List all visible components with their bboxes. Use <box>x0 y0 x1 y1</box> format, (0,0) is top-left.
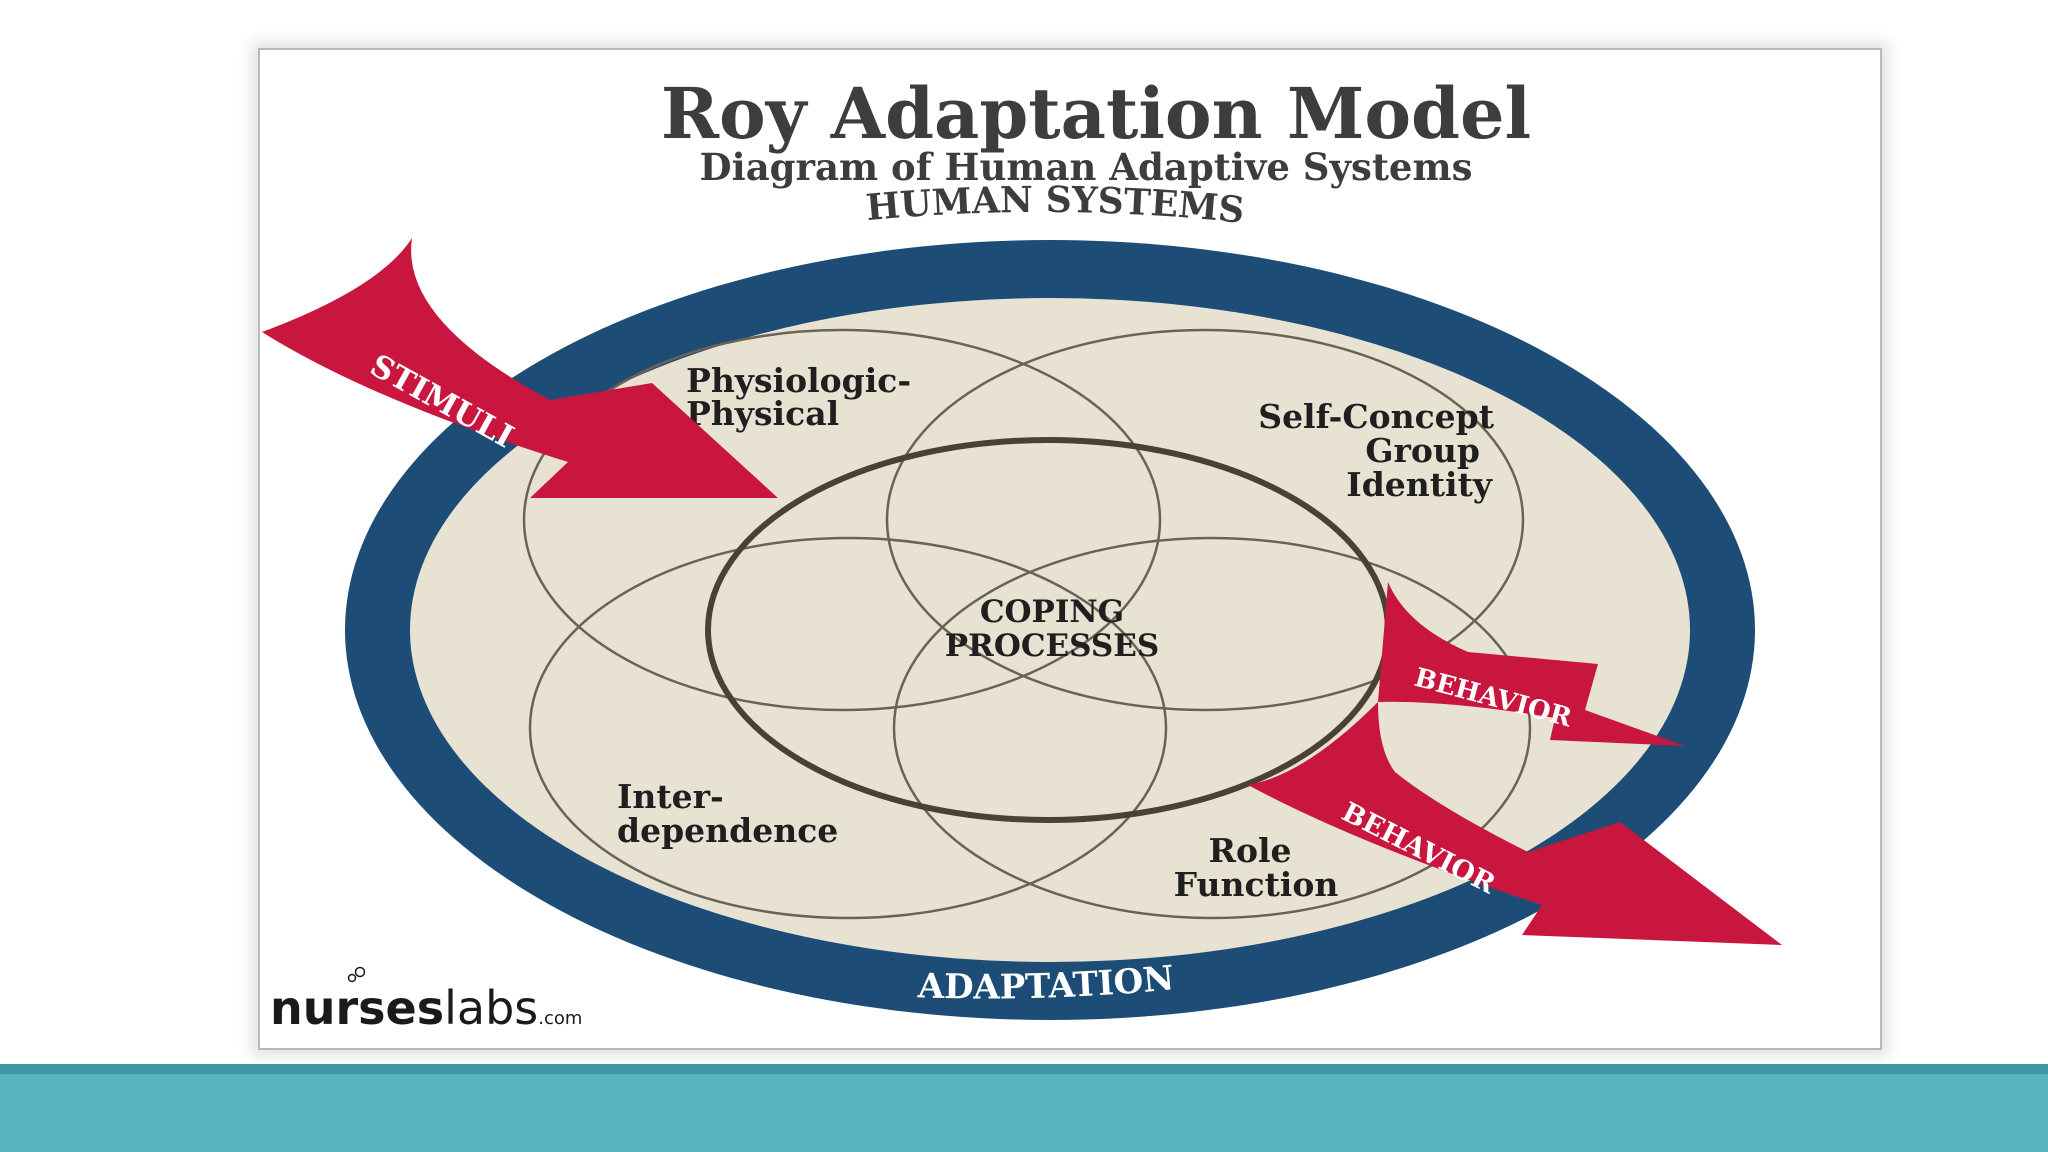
interdependence-circle <box>528 536 1168 920</box>
coping-label-2: PROCESSES <box>945 628 1160 664</box>
self-concept-label-1: Self-Concept <box>1258 397 1495 436</box>
logo-suffix: .com <box>538 1008 582 1029</box>
self-concept-circle <box>885 328 1525 712</box>
logo-brand2: labs <box>444 981 538 1035</box>
behavior-arrow-lower <box>1248 702 1782 945</box>
role-function-label-2: Function <box>1174 865 1339 904</box>
nurseslabs-logo: nurseslabs.com <box>270 966 582 1035</box>
coping-label-1: COPING <box>980 594 1124 630</box>
diagram-subtitle: Diagram of Human Adaptive Systems <box>700 145 1473 189</box>
stimuli-arrow <box>262 238 778 498</box>
diagram-title: Roy Adaptation Model <box>661 72 1531 155</box>
mode-circles <box>522 328 1532 920</box>
role-function-circle <box>892 536 1532 920</box>
self-concept-label-3: Identity <box>1346 465 1493 504</box>
logo-bubble-icon <box>354 966 366 978</box>
logo-bubble-icon <box>347 973 357 983</box>
footer-band <box>0 1064 2048 1152</box>
physiologic-label-2: Physical <box>686 394 839 433</box>
behavior-arrow-upper <box>1378 582 1685 746</box>
logo-text: nurseslabs.com <box>270 981 582 1035</box>
interdependence-label-2: dependence <box>617 811 838 850</box>
human-systems-label: HUMAN SYSTEMS <box>864 179 1246 232</box>
role-function-label-1: Role <box>1209 831 1292 870</box>
physiologic-label-1: Physiologic- <box>686 361 911 400</box>
logo-brand: nurses <box>270 981 444 1035</box>
self-concept-label-2: Group <box>1365 431 1480 470</box>
physiologic-circle <box>522 328 1162 712</box>
interdependence-label-1: Inter- <box>617 777 724 816</box>
